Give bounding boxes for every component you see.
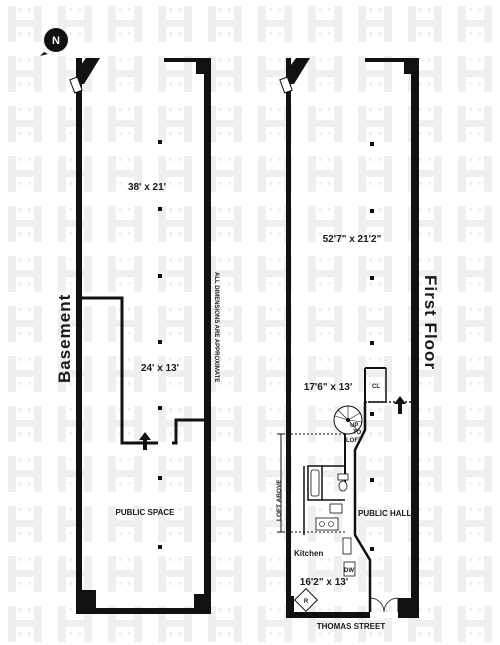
stair-up-label: UP: [350, 423, 358, 429]
first-floor-room-3-dimension: 16'2" x 13': [300, 577, 348, 588]
kitchen-label: Kitchen: [294, 549, 323, 558]
bathtub-icon: [307, 465, 323, 501]
sink-icon: [329, 503, 343, 514]
first-floor-entry-arrow-icon: [394, 396, 406, 414]
closet-label: CL: [372, 384, 380, 390]
public-hall-label: PUBLIC HALL: [358, 509, 411, 518]
stove-icon: [342, 537, 352, 555]
dishwasher-label: DW: [344, 568, 354, 574]
toilet-icon: [337, 473, 349, 492]
refrigerator-icon: R: [293, 587, 319, 613]
first-floor-title: First Floor: [421, 275, 440, 370]
street-door-icon: [369, 597, 399, 618]
first-floor-room-1-dimension: 52'7" x 21'2": [323, 234, 382, 245]
basement-entry-arrow-icon: [139, 432, 151, 450]
loft-above-label: LOFT ABOVE: [276, 479, 283, 521]
basement-public-space-label: PUBLIC SPACE: [116, 508, 176, 517]
dishwasher-icon: [343, 561, 356, 577]
street-label: THOMAS STREET: [317, 622, 386, 631]
stair-loft-label: LOFT: [346, 438, 362, 444]
basement-room-2-dimension: 24' x 13': [141, 363, 179, 374]
dimensions-note: ALL DIMENSIONS ARE APPROXIMATE: [213, 272, 219, 382]
basement-room-1-dimension: 38' x 21': [128, 182, 166, 193]
compass-label: N: [52, 35, 60, 47]
basement-plan: 38' x 21' 24' x 13' PUBLIC SPACE Basemen…: [55, 58, 211, 614]
kitchen-counter-icon: [315, 517, 339, 531]
compass-north-icon: N: [40, 28, 68, 56]
first-floor-room-2-dimension: 17'6" x 13': [304, 382, 352, 393]
spiral-stair-icon: [333, 405, 363, 435]
stair-to-label: TO: [353, 430, 362, 436]
refrigerator-label: R: [304, 599, 309, 605]
basement-title: Basement: [55, 294, 74, 383]
first-floor-plan: CL UP TO LOFT LOFT ABOVE: [276, 58, 440, 618]
